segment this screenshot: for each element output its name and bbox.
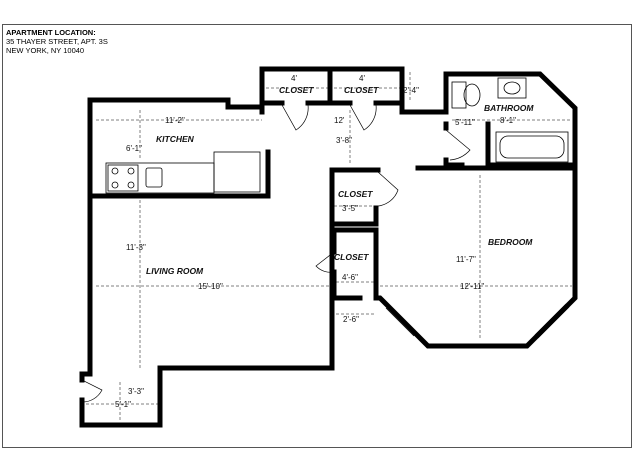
dim-closet-mid-width: 3'-5": [342, 204, 358, 213]
dim-closet-a-width: 4': [291, 74, 297, 83]
room-label-closet-a: CLOSET: [279, 85, 314, 95]
dim-living-depth: 11'-3": [126, 243, 146, 252]
room-label-bedroom: BEDROOM: [488, 237, 533, 247]
plan-frame: [2, 24, 632, 448]
address-street: 35 THAYER STREET, APT. 3S: [6, 37, 108, 46]
room-label-closet-low: CLOSET: [334, 252, 369, 262]
room-label-living-room: LIVING ROOM: [146, 266, 204, 276]
dim-bath-a: 5'-11": [455, 118, 475, 127]
dim-hall-depth: 3'-8": [336, 136, 352, 145]
dim-kitchen-width: 11'-2": [165, 116, 185, 125]
dim-living-width: 15'-10": [198, 282, 223, 291]
room-label-closet-b: CLOSET: [344, 85, 379, 95]
dim-closet-b-width: 4': [359, 74, 365, 83]
room-label-closet-mid: CLOSET: [338, 189, 373, 199]
dim-entry-width: 5'-1": [115, 400, 131, 409]
dim-bath-b: 8'-1": [500, 116, 516, 125]
doors: [81, 104, 471, 403]
dim-closet-low-width: 4'-6": [342, 273, 358, 282]
dim-passage-width: 2'-6": [343, 315, 359, 324]
dim-hall-width: 12': [334, 116, 345, 125]
dim-kitchen-depth: 6'-1": [126, 144, 142, 153]
address-title: APARTMENT LOCATION:: [6, 28, 96, 37]
dim-entry-depth: 3'-3": [128, 387, 144, 396]
dim-bedroom-depth: 11'-7": [456, 255, 476, 264]
room-label-bathroom: BATHROOM: [484, 103, 534, 113]
fixtures: [87, 77, 578, 339]
dimension-lines: [86, 72, 572, 422]
dim-bedroom-width: 12'-11": [460, 282, 484, 291]
room-label-kitchen: KITCHEN: [156, 134, 195, 144]
walls: [79, 66, 578, 428]
dim-closet-depth: 2'-4": [403, 86, 419, 95]
address-city: NEW YORK, NY 10040: [6, 46, 85, 55]
